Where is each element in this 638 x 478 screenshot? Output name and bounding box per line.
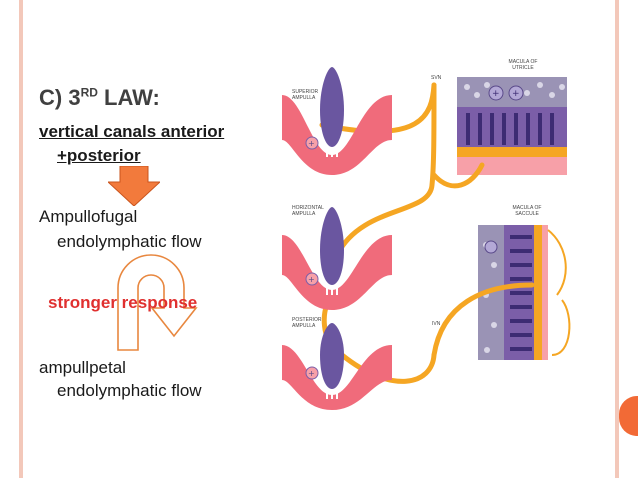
right-border-line	[615, 0, 619, 478]
down-arrow-icon	[108, 166, 160, 206]
line-posterior: +posterior	[57, 146, 141, 165]
text-ampullofugal: Ampullofugal	[39, 207, 138, 226]
label-macula-saccule: MACULA OF SACCULE	[512, 205, 542, 217]
label-superior-ampulla: SUPERIOR AMPULLA	[292, 89, 319, 101]
svg-text:+: +	[308, 369, 315, 378]
u-turn-arrow-icon	[117, 254, 198, 351]
svg-text:+: +	[308, 275, 315, 284]
text-ampullpetal: ampullpetal	[39, 358, 126, 377]
text-stronger-response: stronger response	[48, 293, 198, 312]
slide-title: C) 3RD LAW:	[39, 85, 160, 110]
label-macula-utricle: MACULA OF UTRICLE	[508, 59, 538, 71]
svg-text:+: +	[512, 89, 520, 99]
line-vertical-canals: vertical canals anterior	[39, 122, 225, 141]
left-border-line	[19, 0, 23, 478]
vestibular-diagram-graphic: + +	[282, 67, 571, 410]
svg-text:+: +	[308, 139, 315, 148]
text-ampullpetal-flow: endolymphatic flow	[57, 381, 202, 400]
label-posterior-ampulla: POSTERIOR AMPULLA	[292, 317, 322, 329]
svg-text:+: +	[492, 89, 500, 99]
label-ivn: IVN	[432, 321, 441, 327]
label-horizontal-ampulla: HORIZONTAL AMPULLA	[292, 205, 324, 217]
orange-tab-decoration	[619, 396, 638, 436]
text-ampullofugal-flow: endolymphatic flow	[57, 232, 202, 251]
label-svn: SVN	[431, 75, 442, 81]
vestibular-diagram: + +	[282, 55, 582, 410]
